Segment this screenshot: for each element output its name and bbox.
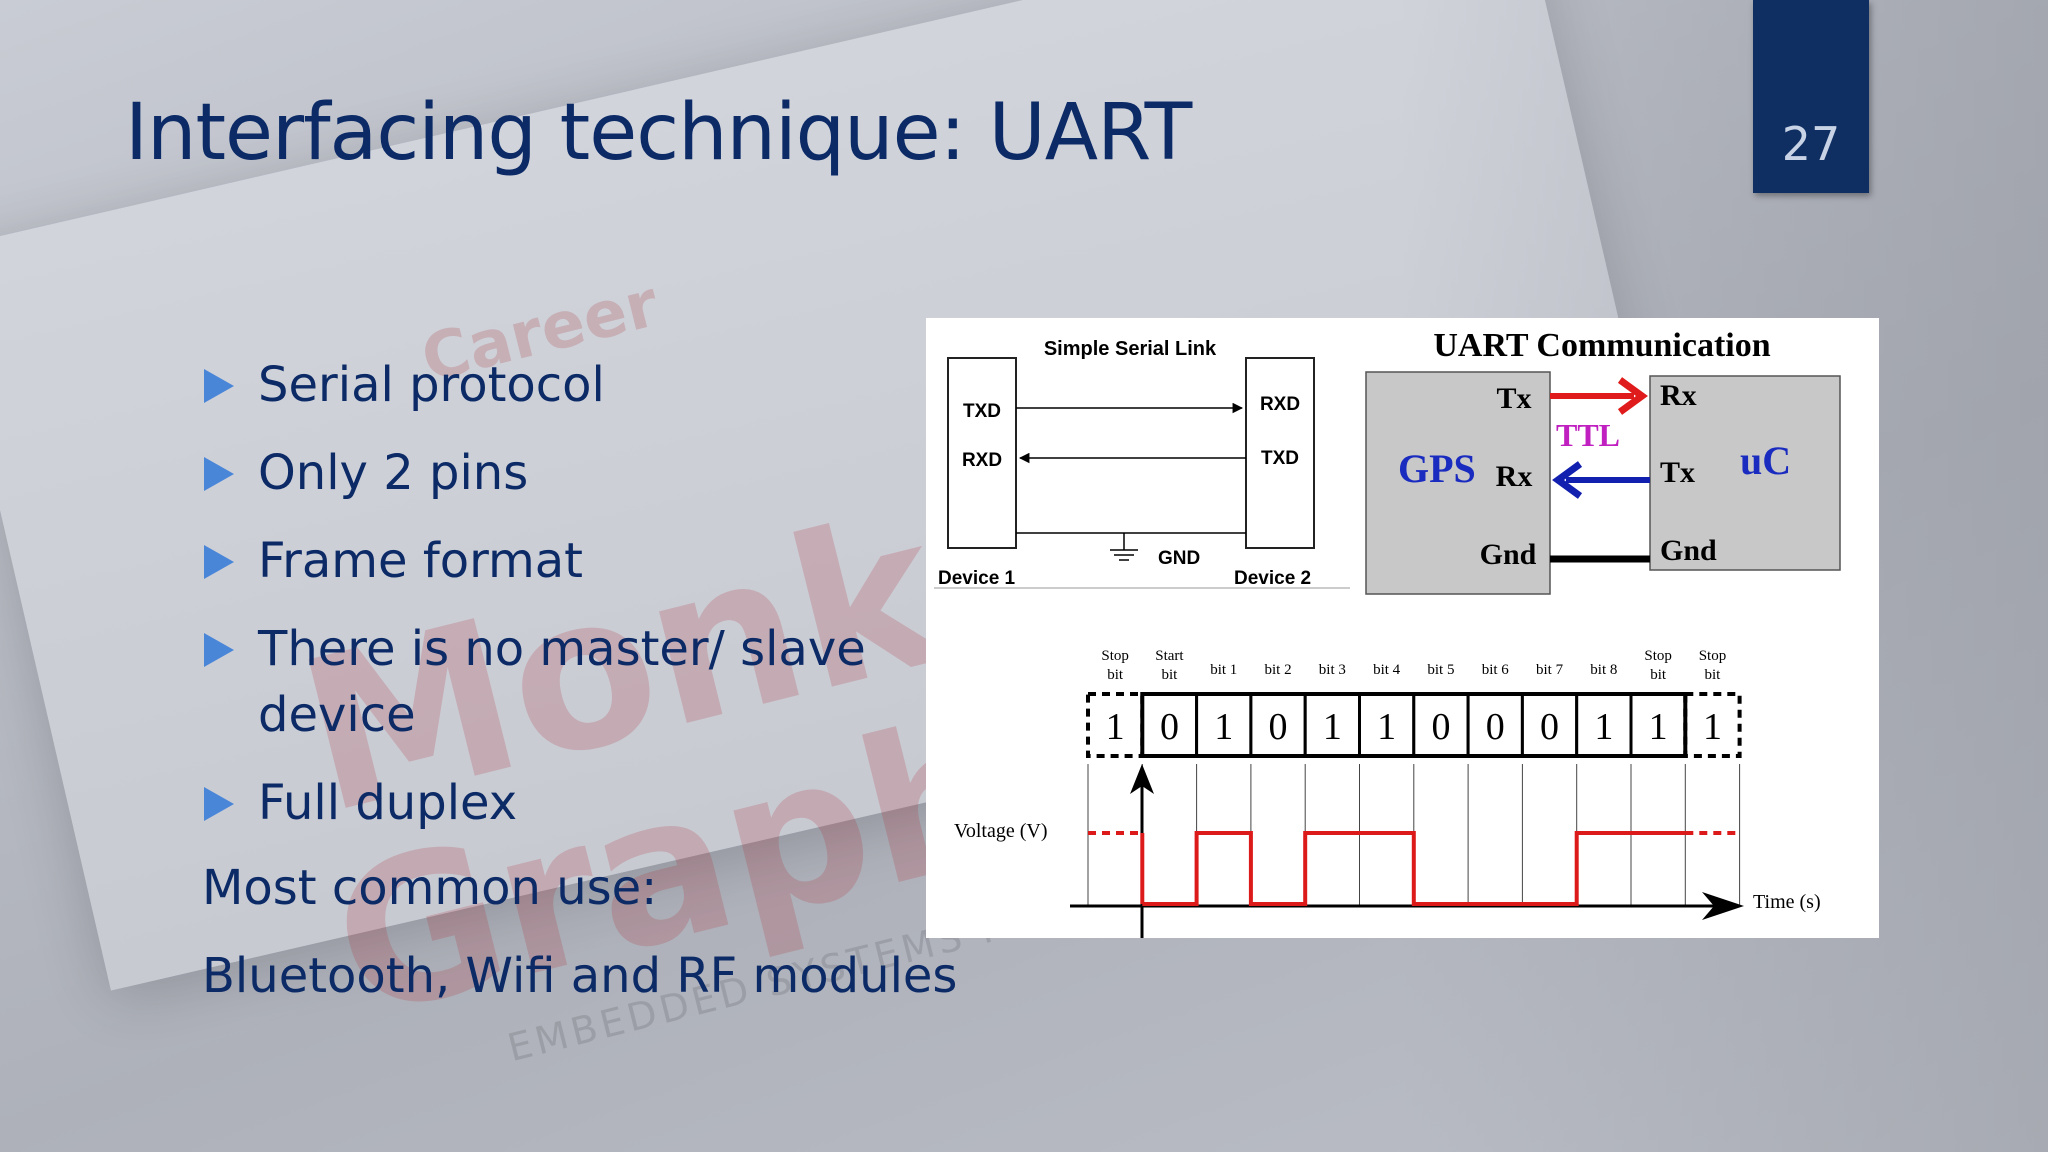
gps-pin-tx: Tx [1496, 382, 1531, 415]
device-2-box [1245, 357, 1315, 549]
bullet-item: Serial protocol [200, 352, 940, 418]
uc-pin-gnd: Gnd [1660, 534, 1717, 567]
bit-cell [1303, 692, 1362, 758]
bit-label: bit 7 [1536, 662, 1564, 678]
gps-pin-rx: Rx [1496, 460, 1533, 493]
bit-label: bit 3 [1319, 662, 1346, 678]
bit-value: 1 [1703, 706, 1722, 748]
bullet-text: Serial protocol [258, 357, 605, 413]
bullet-list: Serial protocol Only 2 pins Frame format… [200, 352, 940, 858]
device-2-pin-txd: TXD [1261, 448, 1299, 469]
bit-value: 0 [1540, 706, 1559, 748]
tx-arrow-icon [1617, 377, 1648, 415]
bit-value: 1 [1649, 706, 1668, 748]
bit-value: 1 [1214, 706, 1233, 748]
page-number: 27 [1781, 117, 1841, 171]
bit-label: bit 8 [1590, 662, 1617, 678]
ttl-label: TTL [1556, 417, 1620, 453]
bullet-item: Frame format [200, 528, 940, 594]
bit-label: bit 1 [1210, 662, 1237, 678]
voltage-axis-label: Voltage (V) [954, 820, 1048, 842]
bullet-arrow-icon [204, 369, 234, 403]
serial-link-title: Simple Serial Link [1044, 338, 1217, 360]
voltage-axis-arrow-icon [1130, 764, 1154, 794]
uart-communication-diagram: UART Communication GPS uC Tx Rx Gnd Rx T… [1365, 327, 1841, 595]
gps-label: GPS [1398, 446, 1476, 491]
bit-cell [1629, 692, 1687, 758]
uc-box [1649, 375, 1841, 571]
bit-value: 1 [1594, 706, 1613, 748]
uc-label: uC [1740, 438, 1791, 483]
bullet-text: Frame format [258, 533, 583, 589]
bit-cell [1086, 692, 1145, 758]
uart-comm-title: UART Communication [1433, 327, 1770, 364]
device-2-pin-rxd: RXD [1260, 394, 1300, 415]
bit-value: 0 [1160, 706, 1179, 748]
bullet-arrow-icon [204, 633, 234, 667]
bit-value: 0 [1269, 706, 1288, 748]
bit-value: 0 [1486, 706, 1505, 748]
bit-value: 1 [1323, 706, 1342, 748]
bit-value: 1 [1377, 706, 1396, 748]
bullet-item: Full duplex [200, 770, 940, 836]
bullet-arrow-icon [204, 545, 234, 579]
device-1-box [947, 357, 1017, 549]
gps-box [1365, 371, 1551, 595]
uc-pin-rx: Rx [1660, 379, 1697, 412]
bit-label: bit 4 [1373, 662, 1401, 678]
device-1-label: Device 1 [938, 568, 1016, 589]
time-axis-label: Time (s) [1753, 891, 1821, 913]
bit-label: bit 2 [1265, 662, 1292, 678]
uart-figure: Simple Serial Link TXD RXD RXD TXD GND D… [926, 318, 1879, 938]
device-1-pin-txd: TXD [963, 401, 1001, 422]
body-text-modules: Bluetooth, Wifi and RF modules [202, 948, 958, 1004]
bullet-item: There is no master/ slave device [200, 616, 940, 748]
rx-arrow-icon [1552, 461, 1583, 499]
body-text-common-use: Most common use: [202, 860, 658, 916]
bullet-arrow-icon [204, 787, 234, 821]
bullet-arrow-icon [204, 457, 234, 491]
gps-pin-gnd: Gnd [1480, 538, 1537, 571]
frame-outline [1140, 692, 1688, 758]
bit-label: bit 6 [1482, 662, 1510, 678]
serial-link-diagram: Simple Serial Link TXD RXD RXD TXD GND D… [934, 338, 1350, 589]
bit-value: 0 [1431, 706, 1450, 748]
device-2-label: Device 2 [1234, 568, 1311, 589]
bit-label: bit 5 [1427, 662, 1454, 678]
bit-cell [1575, 692, 1633, 758]
page-number-tab: 27 [1753, 0, 1869, 193]
gnd-label: GND [1158, 548, 1200, 569]
bit-value: 1 [1106, 706, 1125, 748]
bullet-text: Full duplex [258, 775, 518, 831]
uc-pin-tx: Tx [1660, 456, 1695, 489]
bit-cell [1466, 692, 1524, 758]
uart-diagram-svg: Simple Serial Link TXD RXD RXD TXD GND D… [934, 327, 1841, 938]
bullet-text: Only 2 pins [258, 445, 529, 501]
device-1-pin-rxd: RXD [962, 450, 1002, 471]
slide-title: Interfacing technique: UART [125, 88, 1192, 178]
bullet-text: There is no master/ slave device [258, 621, 866, 743]
signal-waveform [1142, 831, 1686, 906]
bullet-item: Only 2 pins [200, 440, 940, 506]
time-axis-arrow-icon [1702, 892, 1744, 920]
